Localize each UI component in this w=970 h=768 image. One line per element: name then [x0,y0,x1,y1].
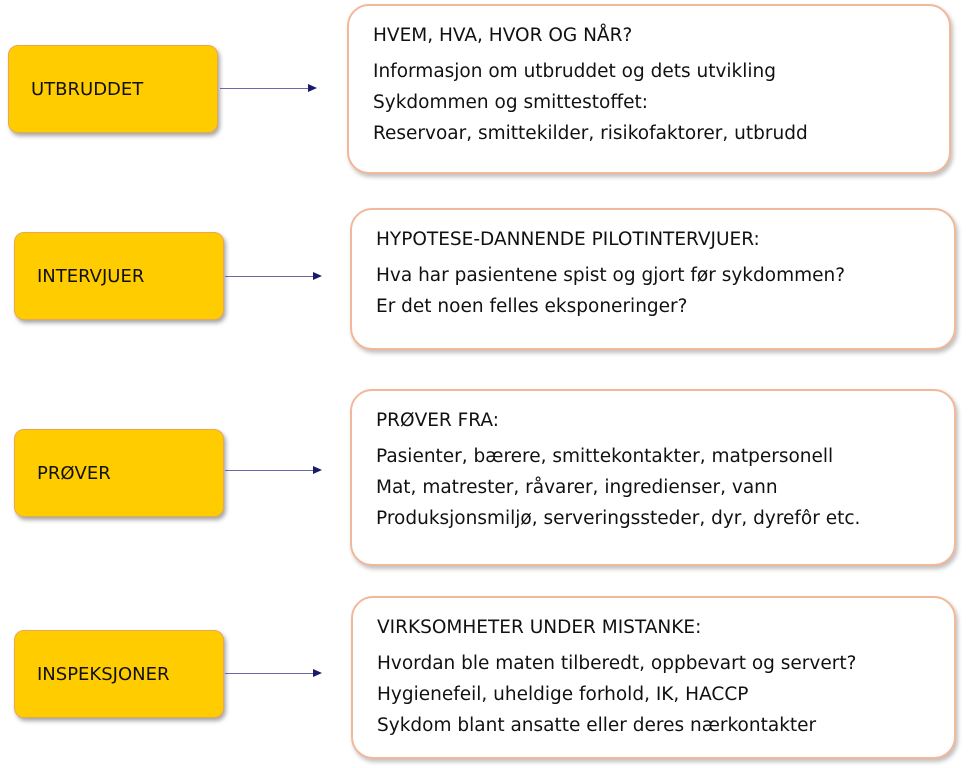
info-line: Mat, matrester, råvarer, ingredienser, v… [376,477,778,498]
stage-box-prover: PRØVER [14,429,224,517]
info-line: Informasjon om utbruddet og dets utvikli… [373,61,776,82]
stage-box-intervjuer: INTERVJUER [14,232,224,320]
info-line: Pasienter, bærere, smittekontakter, matp… [376,446,834,467]
info-heading: HVEM, HVA, HVOR OG NÅR? [373,25,633,46]
stage-label: UTBRUDDET [31,78,144,100]
info-line: Sykdommen og smittestoffet: [373,92,648,113]
info-box-utbruddet: HVEM, HVA, HVOR OG NÅR? Informasjon om u… [347,4,951,174]
stage-box-inspeksjoner: INSPEKSJONER [14,630,224,718]
info-line: Reservoar, smittekilder, risikofaktorer,… [373,123,808,144]
arrow-icon [225,669,322,677]
info-box-intervjuer: HYPOTESE-DANNENDE PILOTINTERVJUER: Hva h… [350,208,956,350]
arrow-icon [220,84,317,92]
info-line: Produksjonsmiljø, serveringssteder, dyr,… [376,508,861,529]
info-box-prover: PRØVER FRA: Pasienter, bærere, smittekon… [350,389,956,566]
stage-label: INTERVJUER [37,265,145,287]
info-heading: HYPOTESE-DANNENDE PILOTINTERVJUER: [376,229,760,250]
info-line: Hygienefeil, uheldige forhold, IK, HACCP [377,684,749,705]
stage-label: PRØVER [37,462,111,484]
info-line: Hva har pasientene spist og gjort før sy… [376,265,846,286]
info-line: Sykdom blant ansatte eller deres nærkont… [377,715,817,736]
info-heading: VIRKSOMHETER UNDER MISTANKE: [377,617,702,638]
stage-box-utbruddet: UTBRUDDET [8,45,218,133]
info-box-inspeksjoner: VIRKSOMHETER UNDER MISTANKE: Hvordan ble… [351,596,956,759]
info-line: Er det noen felles eksponeringer? [376,296,688,317]
info-heading: PRØVER FRA: [376,410,499,431]
arrow-icon [225,466,322,474]
stage-label: INSPEKSJONER [37,663,170,685]
arrow-icon [225,272,322,280]
info-line: Hvordan ble maten tilberedt, oppbevart o… [377,653,857,674]
